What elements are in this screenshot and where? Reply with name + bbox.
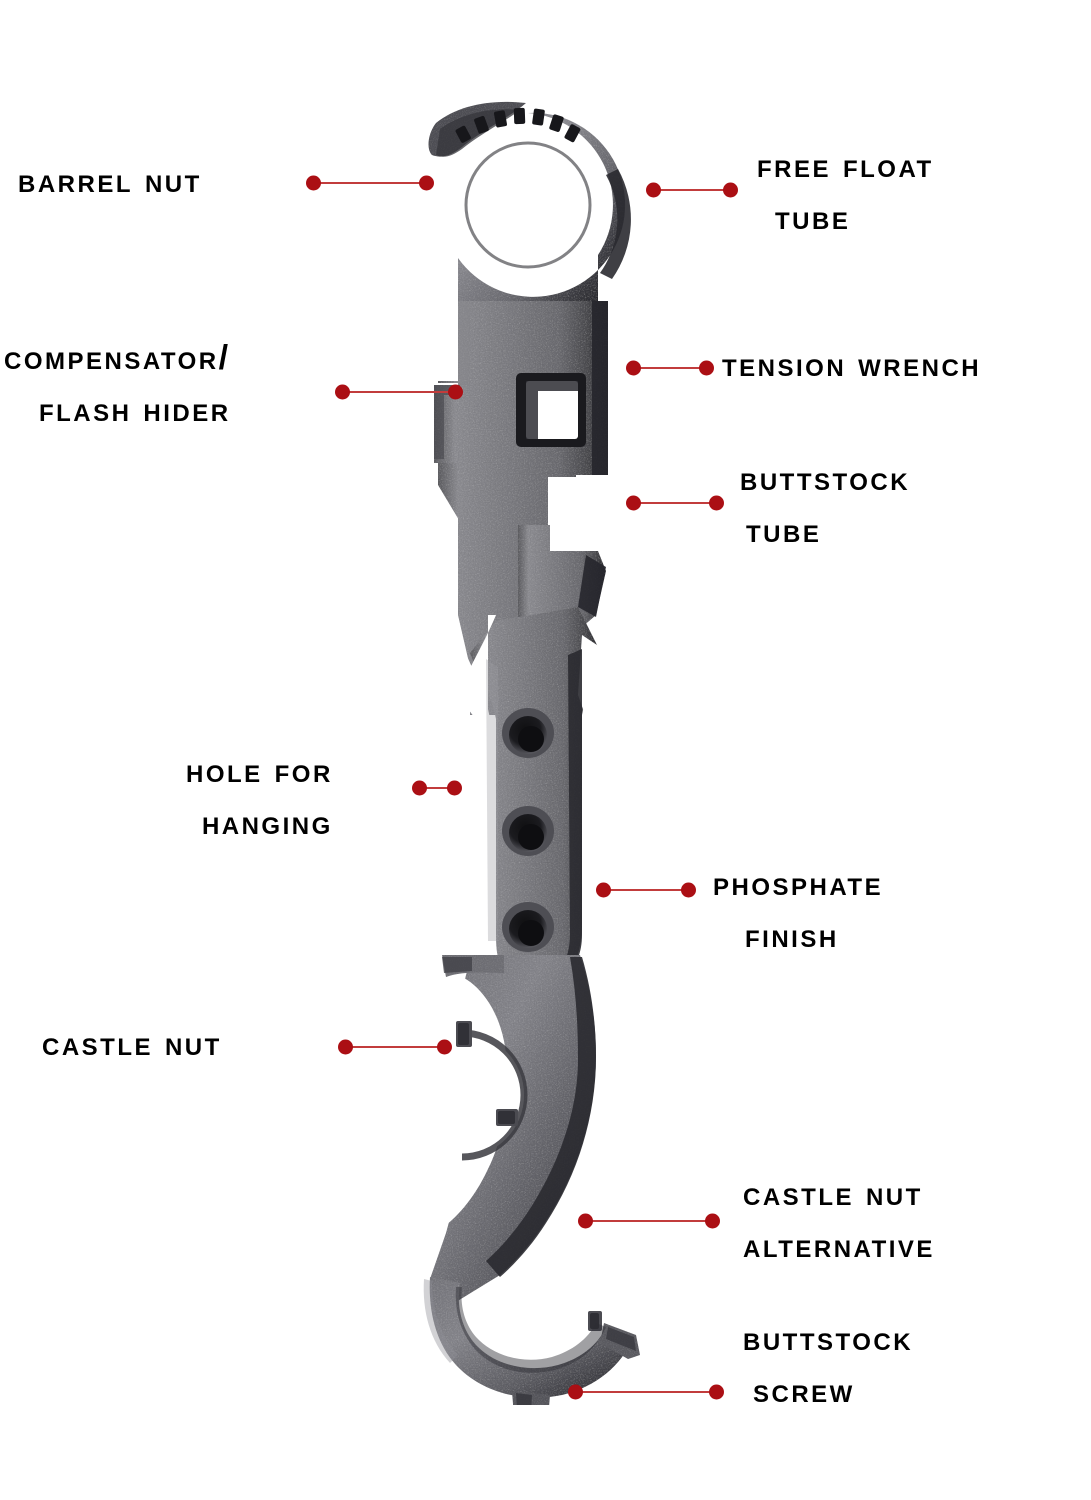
callout-label-line: Buttstock: [740, 460, 911, 498]
callout-label-line: Tension Wrench: [722, 346, 982, 384]
callout-label-line: Free Float: [757, 147, 934, 185]
callout-label-line: Castle Nut: [42, 1025, 222, 1063]
leader-dot-target-end: [447, 780, 462, 796]
callout-label-line: Buttstock: [743, 1320, 914, 1358]
leader-barrel-nut: [306, 175, 434, 191]
callout-label-tension-wrench: Tension Wrench: [722, 339, 981, 391]
callout-label-line: Tube: [746, 512, 822, 550]
leader-castle-nut-alternative: [578, 1213, 720, 1229]
leader-dot-label-end: [338, 1039, 353, 1055]
leader-line: [340, 1046, 450, 1048]
leader-buttstock-screw: [568, 1384, 724, 1400]
leader-buttstock-tube: [626, 495, 724, 511]
leader-dot-target-end: [626, 360, 641, 376]
callout-label-hole-for-hanging: Hole for hanging: [186, 745, 333, 849]
callout-label-line: Phosphate: [713, 865, 884, 903]
leader-dot-label-end: [681, 882, 696, 898]
leader-dot-target-end: [578, 1213, 593, 1229]
leader-line: [648, 189, 736, 191]
callout-label-line: Flash Hider: [38, 391, 231, 429]
leader-line: [580, 1220, 718, 1222]
leader-dot-target-end: [568, 1384, 583, 1400]
leader-dot-label-end: [412, 780, 427, 796]
leader-dot-target-end: [626, 495, 641, 511]
callout-label-buttstock-screw: Buttstock Screw: [743, 1313, 913, 1417]
leader-line: [414, 787, 460, 789]
leader-dot-target-end: [448, 384, 463, 400]
callout-label-line: Alternative: [743, 1227, 935, 1265]
callout-label-castle-nut-alternative: Castle Nut Alternative: [743, 1168, 935, 1272]
leader-line: [570, 1391, 722, 1393]
leader-free-float-tube: [646, 182, 738, 198]
leader-line: [308, 182, 432, 184]
leader-dot-label-end: [709, 495, 724, 511]
leader-dot-label-end: [306, 175, 321, 191]
callout-label-barrel-nut: Barrel Nut: [18, 155, 202, 207]
leader-dot-label-end: [709, 1384, 724, 1400]
leader-dot-target-end: [419, 175, 434, 191]
callout-label-buttstock-tube: Buttstock Tube: [740, 453, 910, 557]
callout-label-line: Barrel Nut: [18, 162, 202, 200]
leader-dot-target-end: [437, 1039, 452, 1055]
armorers-wrench-photo: [400, 55, 680, 1405]
leader-line: [628, 502, 722, 504]
leader-dot-label-end: [723, 182, 738, 198]
leader-castle-nut: [338, 1039, 452, 1055]
leader-tension-wrench: [626, 360, 714, 376]
leader-phosphate-finish: [596, 882, 696, 898]
callout-label-line: Screw: [753, 1372, 855, 1410]
callout-label-line: Compensator/: [4, 339, 231, 377]
leader-dot-label-end: [705, 1213, 720, 1229]
leader-dot-label-end: [335, 384, 350, 400]
leader-line: [598, 889, 694, 891]
callout-label-compensator-flash-hider: Compensator/ Flash Hider: [4, 332, 231, 436]
leader-compensator-flash-hider: [335, 384, 463, 400]
callout-label-line: finish: [745, 917, 839, 955]
callout-label-line: Castle Nut: [743, 1175, 923, 1213]
callout-label-phosphate-finish: Phosphate finish: [713, 858, 883, 962]
leader-line: [337, 391, 461, 393]
leader-dot-target-end: [646, 182, 661, 198]
leader-line: [628, 367, 712, 369]
callout-label-castle-nut: Castle Nut: [42, 1018, 222, 1070]
callout-label-line: Tube: [775, 199, 851, 237]
callout-label-free-float-tube: Free Float Tube: [757, 140, 934, 244]
leader-dot-label-end: [699, 360, 714, 376]
callout-label-line: hanging: [201, 804, 333, 842]
leader-hole-for-hanging: [412, 780, 462, 796]
callout-label-line: Hole for: [186, 752, 333, 790]
leader-dot-target-end: [596, 882, 611, 898]
